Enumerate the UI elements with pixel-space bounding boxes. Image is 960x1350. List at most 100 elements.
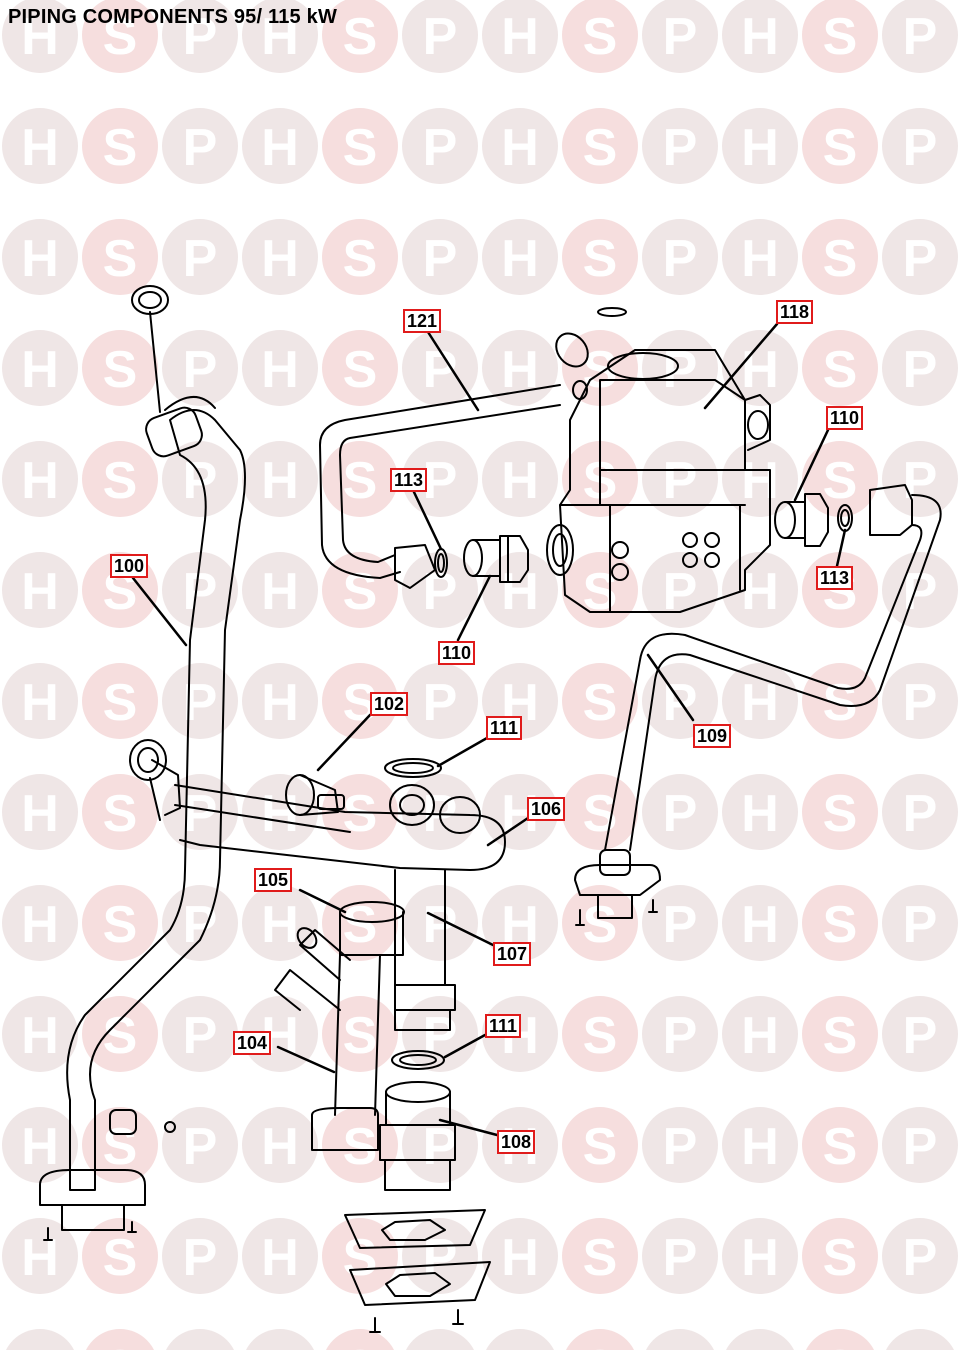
watermark-letter: P — [663, 1340, 698, 1350]
watermark-letter: H — [501, 1229, 539, 1287]
watermark-letter: S — [343, 230, 378, 288]
watermark-circle — [402, 552, 478, 628]
callout-104[interactable]: 104 — [233, 1031, 272, 1055]
leader-107 — [426, 911, 495, 947]
watermark-circle — [722, 663, 798, 739]
watermark-circle — [242, 108, 318, 184]
watermark-letter: H — [21, 896, 59, 954]
leader-113b — [835, 528, 847, 568]
watermark-letter: P — [183, 896, 218, 954]
callout-110[interactable]: 110 — [826, 406, 864, 430]
watermark-letter: H — [21, 563, 59, 621]
watermark-letter: S — [823, 785, 858, 843]
watermark-circle — [722, 1218, 798, 1294]
watermark-circle — [722, 330, 798, 406]
callout-111[interactable]: 111 — [486, 716, 523, 740]
watermark-circle — [882, 1107, 958, 1183]
watermark-letter: S — [103, 341, 138, 399]
watermark-letter: H — [741, 563, 779, 621]
watermark-circle — [322, 108, 398, 184]
watermark-letter: H — [501, 230, 539, 288]
watermark-letter: S — [343, 1007, 378, 1065]
callout-111[interactable]: 111 — [485, 1014, 522, 1038]
watermark-circle — [882, 330, 958, 406]
watermark-circle — [402, 219, 478, 295]
callout-102[interactable]: 102 — [370, 692, 409, 716]
watermark-circle — [242, 0, 318, 73]
washer-113-left — [434, 548, 448, 578]
watermark-circle — [162, 663, 238, 739]
watermark-letter: P — [663, 1118, 698, 1176]
watermark-letter: H — [741, 1229, 779, 1287]
watermark-circle — [162, 552, 238, 628]
watermark-circle — [322, 330, 398, 406]
pipe-100 — [39, 285, 246, 1241]
watermark-circle — [802, 1107, 878, 1183]
washer-111-lower — [391, 1050, 445, 1070]
watermark-circle — [82, 663, 158, 739]
callout-110[interactable]: 110 — [438, 641, 476, 665]
watermark-letter: P — [663, 1007, 698, 1065]
watermark-letter: S — [823, 341, 858, 399]
watermark-circle — [722, 441, 798, 517]
watermark-circle — [642, 774, 718, 850]
watermark-circle — [722, 885, 798, 961]
watermark-circle — [802, 0, 878, 73]
watermark-letter: S — [583, 230, 618, 288]
watermark-letter: H — [741, 452, 779, 510]
watermark-circle — [802, 774, 878, 850]
watermark-letter: S — [343, 785, 378, 843]
callout-107[interactable]: 107 — [493, 942, 532, 966]
callout-105[interactable]: 105 — [254, 868, 293, 892]
watermark-letter: H — [261, 341, 299, 399]
watermark-circle — [642, 441, 718, 517]
watermark-letter: H — [21, 674, 59, 732]
watermark-letter: H — [261, 674, 299, 732]
watermark-letter: S — [823, 230, 858, 288]
watermark-circle — [562, 219, 638, 295]
watermark-letter: S — [583, 8, 618, 66]
callout-108[interactable]: 108 — [497, 1130, 536, 1154]
watermark-letter: S — [583, 896, 618, 954]
washer-113-right — [837, 504, 853, 532]
watermark-letter: S — [583, 1118, 618, 1176]
watermark-letter: P — [663, 8, 698, 66]
watermark-letter: H — [261, 230, 299, 288]
watermark-circle — [242, 330, 318, 406]
watermark-letter: H — [741, 896, 779, 954]
watermark-letter: H — [21, 1229, 59, 1287]
callout-100[interactable]: 100 — [110, 554, 149, 578]
watermark-letter: H — [261, 563, 299, 621]
watermark-circle — [162, 219, 238, 295]
watermark-circle — [82, 996, 158, 1072]
watermark-letter: P — [903, 1229, 938, 1287]
callout-109[interactable]: 109 — [693, 724, 732, 748]
watermark-circle — [722, 996, 798, 1072]
watermark-circle — [642, 1107, 718, 1183]
watermark-letter: P — [663, 452, 698, 510]
watermark-circle — [802, 996, 878, 1072]
watermark-letter: H — [501, 119, 539, 177]
watermark-circle — [406, 1329, 474, 1350]
watermark-letter: H — [21, 1007, 59, 1065]
watermark-letter: H — [21, 1340, 59, 1350]
callout-121[interactable]: 121 — [403, 309, 442, 333]
watermark-letter: P — [903, 1340, 938, 1350]
test-point-102 — [285, 774, 345, 816]
callout-113[interactable]: 113 — [816, 566, 854, 590]
watermark-circle — [2, 0, 78, 73]
watermark-letter: S — [103, 452, 138, 510]
watermark-circle — [642, 552, 718, 628]
watermark-circle — [482, 1218, 558, 1294]
watermark-letter: S — [823, 1007, 858, 1065]
watermark-circle — [562, 885, 638, 961]
callout-118[interactable]: 118 — [776, 300, 814, 324]
watermark-letter: H — [261, 8, 299, 66]
callout-106[interactable]: 106 — [527, 797, 566, 821]
watermark-circle — [162, 108, 238, 184]
callout-113[interactable]: 113 — [390, 468, 428, 492]
watermark-circle — [86, 1329, 154, 1350]
watermark-circle — [402, 108, 478, 184]
